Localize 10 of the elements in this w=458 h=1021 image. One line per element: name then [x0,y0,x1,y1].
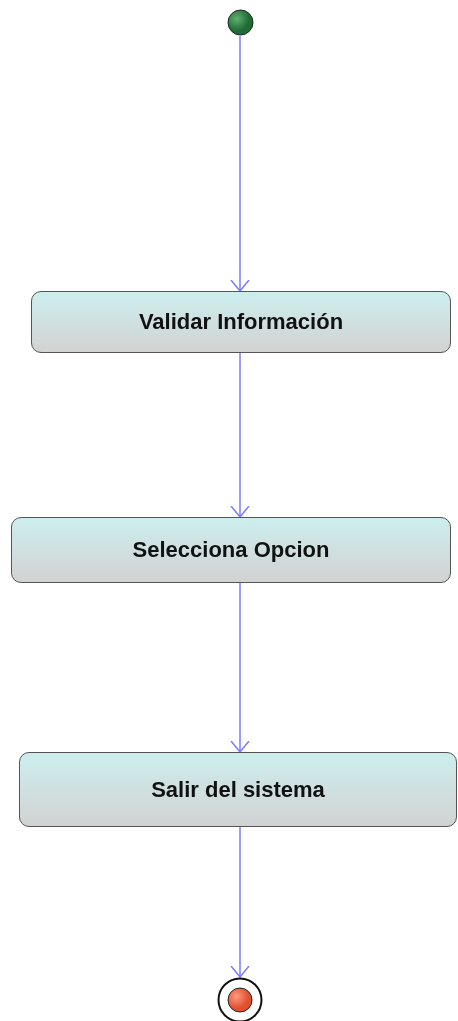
arrow [230,35,250,292]
arrow [230,582,250,753]
activity-label: Selecciona Opcion [132,537,330,563]
activity-box [19,752,457,827]
activity-box [11,517,451,583]
activity-label: Salir del sistema [151,776,325,803]
activity-box [31,291,451,353]
activity-label: Validar Información [138,309,344,335]
arrow [230,826,250,978]
arrow [230,352,250,518]
